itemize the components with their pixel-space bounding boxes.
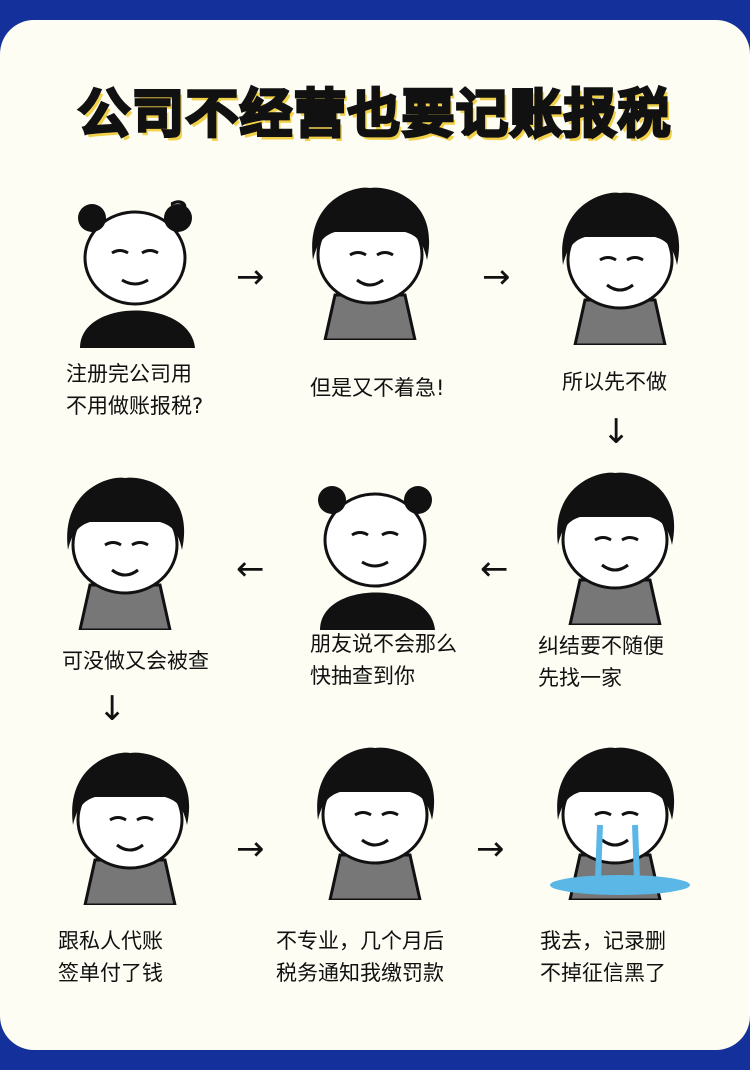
tears-puddle (550, 875, 690, 895)
step-1-caption: 注册完公司用 不用做账报税? (66, 362, 204, 418)
bowl-cut-relaxed-illustration (295, 180, 445, 340)
step-8-caption: 不专业，几个月后 税务通知我缴罚款 (276, 929, 444, 985)
question-mark-icon: ? (168, 194, 190, 240)
bowl-cut-smug-illustration (545, 185, 695, 345)
step-2-caption: 但是又不着急! (310, 376, 445, 400)
arrow-down-icon: ↓ (602, 412, 631, 452)
arrow-right-icon: → (482, 257, 511, 297)
tears (595, 824, 640, 881)
arrow-left-icon: ← (480, 549, 509, 589)
step-6-caption: 可没做又会被查 (62, 649, 209, 673)
bowl-cut-crying-illustration (550, 740, 690, 900)
step-5-caption: 朋友说不会那么 快抽查到你 (310, 632, 457, 688)
arrow-right-icon: → (236, 257, 265, 297)
step-3-caption: 所以先不做 (562, 370, 667, 394)
step-7-caption: 跟私人代账 签单付了钱 (58, 929, 163, 985)
bowl-cut-grinning-illustration (55, 745, 205, 905)
bowl-cut-worried-illustration (50, 470, 200, 630)
step-9-caption: 我去，记录删 不掉征信黑了 (540, 929, 666, 985)
panda-talking-illustration (300, 470, 450, 630)
arrow-right-icon: → (236, 829, 265, 869)
step-4-caption: 纠结要不随便 先找一家 (538, 634, 664, 690)
bowl-cut-thinking-illustration (540, 465, 690, 625)
arrow-right-icon: → (476, 829, 505, 869)
arrow-left-icon: ← (236, 549, 265, 589)
bowl-cut-shocked-illustration (300, 740, 450, 900)
arrow-down-icon: ↓ (98, 689, 127, 729)
poster-title: 公司不经营也要记账报税 (76, 84, 672, 147)
